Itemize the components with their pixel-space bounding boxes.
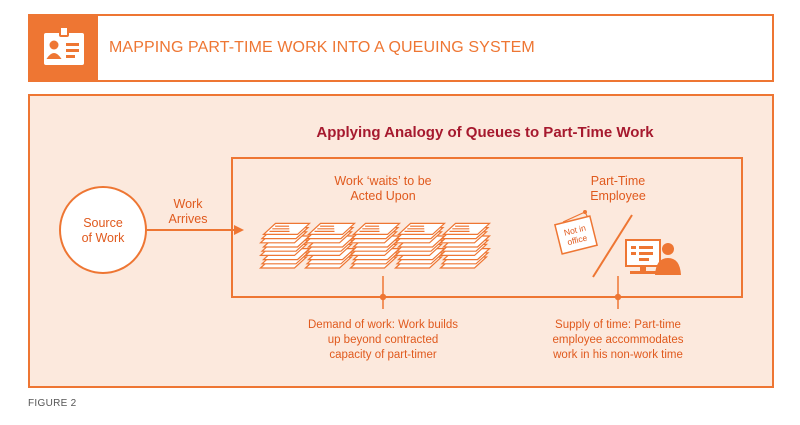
employee-label: Part-Time Employee: [590, 174, 646, 203]
demand-annotation: Demand of work: Work builds up beyond co…: [308, 319, 458, 361]
supply-connector-dot: [614, 293, 622, 301]
source-circle: [59, 186, 147, 274]
queue-system-box: [231, 157, 743, 298]
paper-stacks-icon: [258, 222, 492, 269]
arrives-label: Work Arrives: [168, 197, 208, 226]
id-card-icon: [30, 16, 98, 80]
source-label: Source of Work: [81, 216, 125, 245]
header-bar: MAPPING PART-TIME WORK INTO A QUEUING SY…: [28, 14, 774, 82]
page-title: MAPPING PART-TIME WORK INTO A QUEUING SY…: [109, 39, 535, 56]
supply-annotation: Supply of time: Part-time employee accom…: [552, 319, 684, 361]
diagram-subtitle: Applying Analogy of Queues to Part-Time …: [316, 124, 654, 141]
demand-connector-dot: [379, 293, 387, 301]
divider-slash: [592, 214, 633, 278]
queue-label: Work ‘waits’ to be Acted Upon: [334, 174, 432, 203]
figure-label: FIGURE 2: [28, 398, 77, 409]
employee-at-computer-icon: [625, 239, 681, 275]
not-in-office-sign: [553, 210, 599, 255]
arrival-arrowhead: [234, 225, 244, 235]
